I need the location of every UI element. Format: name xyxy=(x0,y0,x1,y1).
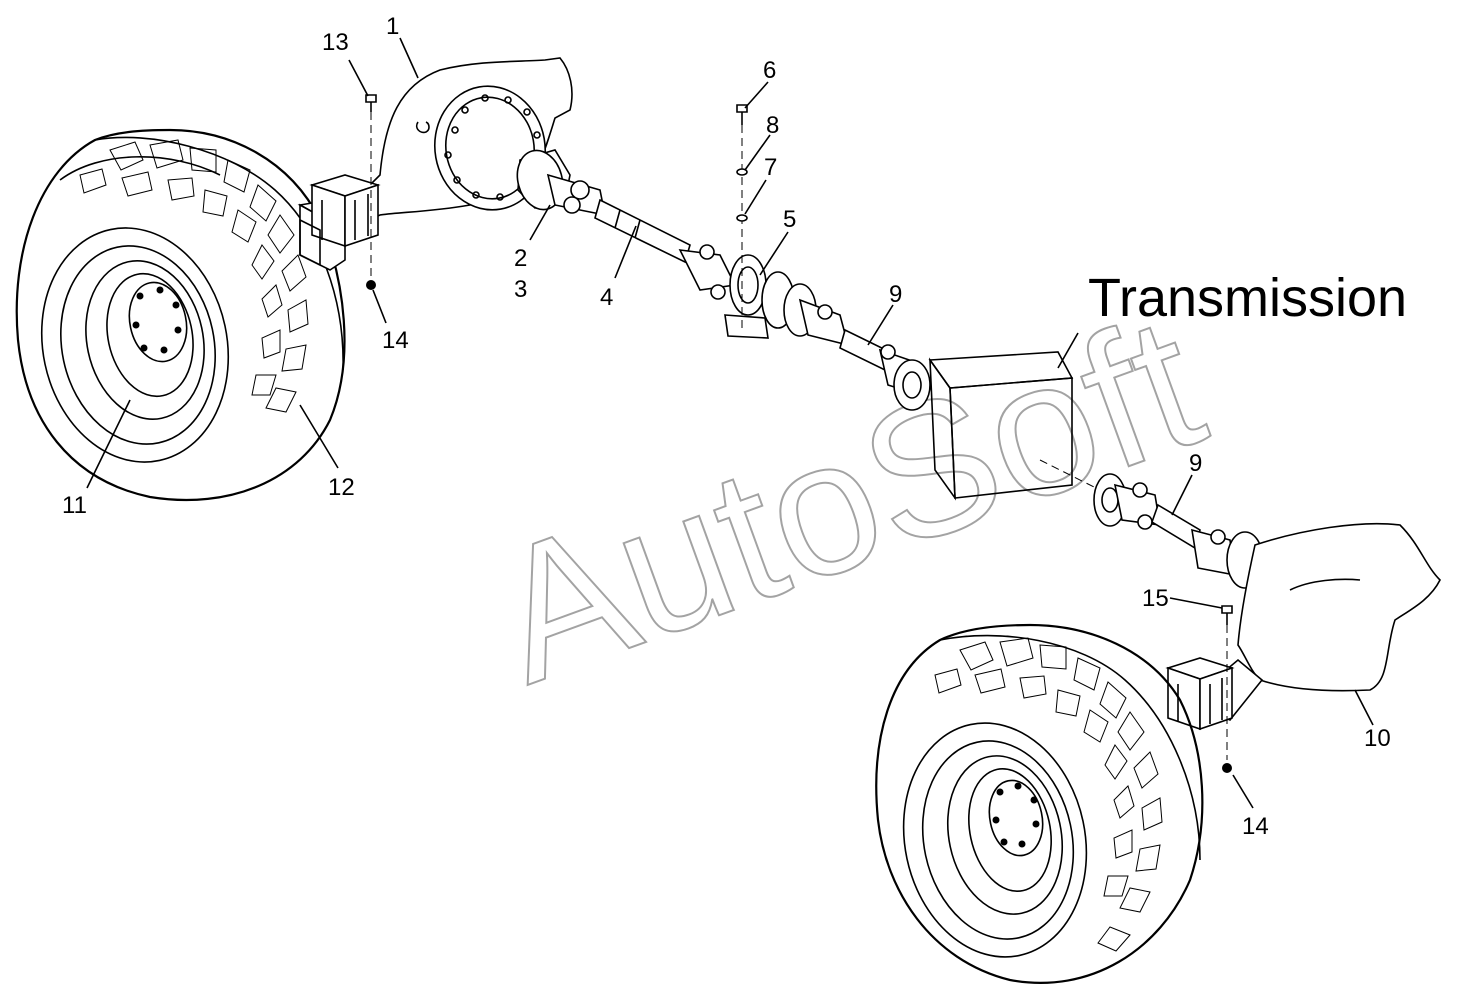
left-wheel-lug-nuts xyxy=(132,286,182,354)
callout-7: 7 xyxy=(764,154,777,181)
transmission-centerline xyxy=(1039,459,1101,491)
callout-9-rear: 9 xyxy=(1189,450,1202,477)
callout-6: 6 xyxy=(763,57,776,84)
callout-3: 3 xyxy=(514,276,527,303)
fasteners xyxy=(365,94,1233,773)
callout-8: 8 xyxy=(766,112,779,139)
callout-2: 2 xyxy=(514,245,527,272)
callout-9-front: 9 xyxy=(889,281,902,308)
callout-5: 5 xyxy=(783,206,796,233)
callout-1: 1 xyxy=(386,13,399,40)
callout-14-left: 14 xyxy=(382,327,409,354)
callout-12: 12 xyxy=(328,474,355,501)
left-wheel-assembly[interactable] xyxy=(15,128,346,502)
leader-lines xyxy=(86,37,1374,809)
transmission-title: Transmission xyxy=(1088,268,1407,328)
left-mount-bracket[interactable] xyxy=(299,174,381,267)
callout-15: 15 xyxy=(1142,585,1169,612)
callout-14-right: 14 xyxy=(1242,813,1269,840)
callout-11: 11 xyxy=(62,492,87,519)
callout-13: 13 xyxy=(322,29,349,56)
callout-4: 4 xyxy=(600,284,613,311)
callout-labels: 1 2 3 4 5 6 7 8 9 9 10 11 12 13 14 14 15 xyxy=(62,13,1391,840)
right-wheel-lug-nuts xyxy=(992,782,1040,848)
front-driveshaft[interactable] xyxy=(546,173,931,411)
transmission-box[interactable] xyxy=(928,351,1074,501)
right-mount-bracket[interactable] xyxy=(1165,657,1235,731)
right-wheel-assembly[interactable] xyxy=(875,623,1204,984)
callout-10: 10 xyxy=(1364,725,1391,752)
